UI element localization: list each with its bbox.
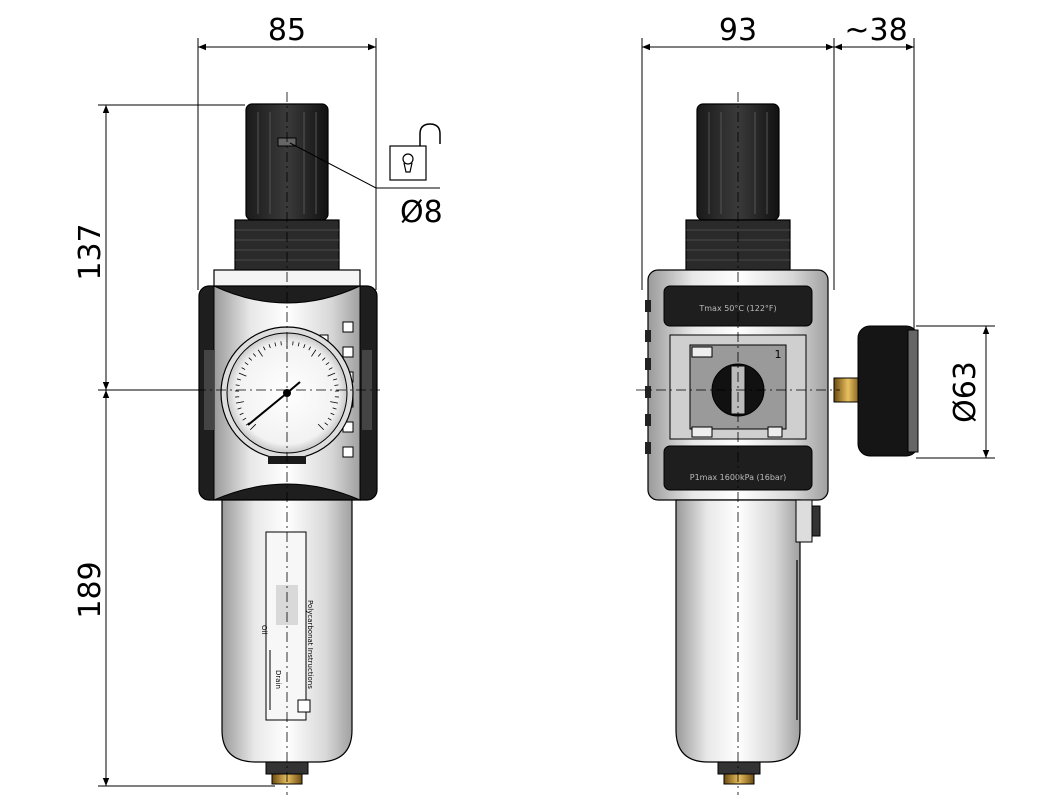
dim-38-label: ~38 — [844, 13, 907, 48]
side-bowl-latch — [795, 499, 813, 543]
side-view: 93 ~38 Tmax 50°C (122°F) P1max 1600kPa (… — [636, 13, 995, 795]
gauge-tick — [274, 342, 277, 347]
gauge-tick — [328, 367, 333, 370]
gauge-tick — [244, 362, 249, 366]
gauge-tick — [311, 349, 317, 357]
side-drain-nut — [717, 761, 761, 775]
gauge-tick — [325, 362, 330, 366]
gauge-tick — [236, 378, 241, 381]
gauge-tick — [252, 353, 257, 357]
gauge-tick — [248, 357, 253, 361]
side-latch-button — [811, 505, 821, 537]
dim-189-label: 189 — [73, 561, 108, 618]
sight-glass-level — [276, 585, 298, 625]
gauge-tick — [327, 372, 336, 377]
dim-137-label: 137 — [73, 223, 108, 280]
gauge-tick — [242, 417, 247, 421]
side-knob-ridges — [708, 112, 768, 214]
side-gauge-lens — [907, 329, 919, 453]
gauge-tick — [321, 357, 326, 361]
gauge-tick — [324, 422, 329, 426]
lock-leader-line — [289, 142, 440, 189]
gauge-tick — [330, 412, 335, 416]
port-tab-tl — [691, 346, 713, 358]
side-notches — [645, 300, 651, 454]
right-port-recess — [362, 350, 372, 430]
gauge-tick — [239, 412, 244, 416]
port-number: 1 — [775, 348, 782, 361]
port-tab-br — [767, 426, 783, 438]
bowl-text-label: Polycarbonat Instructions — [306, 600, 314, 689]
padlock-open-icon — [389, 123, 441, 181]
bowl-sight-glass — [265, 531, 307, 721]
dim-93-label: 93 — [719, 13, 757, 48]
gauge-needle — [247, 392, 288, 426]
gauge-tick — [333, 378, 338, 381]
dim-85-label: 85 — [268, 13, 306, 48]
side-drain-brass — [723, 773, 755, 785]
gauge-tick — [241, 367, 246, 370]
gauge-tick — [317, 353, 322, 357]
bowl-drain-label: Drain — [274, 670, 282, 689]
knob-ridges — [257, 112, 317, 214]
gauge-tick — [235, 401, 244, 404]
gauge-scale — [235, 341, 339, 431]
gauge-tick — [327, 417, 332, 421]
gauge-tick — [257, 349, 263, 357]
gauge-tick — [334, 384, 339, 386]
bowl-icon — [297, 699, 311, 713]
gauge-tick — [263, 346, 266, 351]
port-tab-bl — [691, 426, 713, 438]
gauge-tick — [235, 384, 240, 386]
gauge-tick — [297, 342, 300, 347]
gauge-tick — [308, 346, 311, 351]
bowl-oil-label: Oil — [260, 625, 268, 634]
gauge-tick — [332, 407, 337, 410]
side-filter-bowl — [675, 499, 801, 763]
gauge-tick — [268, 344, 271, 349]
gauge-tick — [330, 401, 339, 404]
tmax-label: Tmax 50°C (122°F) — [698, 304, 776, 313]
gauge-tick — [317, 423, 325, 431]
gauge-diameter-label: Ø63 — [948, 361, 983, 423]
gauge-tick — [249, 423, 257, 431]
gauge-tick — [237, 407, 242, 410]
front-view: 85 137 189 — [73, 13, 443, 795]
lock-diameter-label: Ø8 — [400, 195, 443, 230]
gauge-tick — [238, 372, 247, 377]
left-port-recess — [204, 350, 214, 430]
gauge-tick — [303, 344, 306, 349]
